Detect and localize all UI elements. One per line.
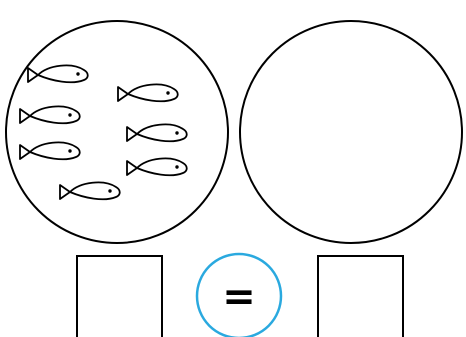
- fish-icon: [60, 182, 120, 199]
- fish-icon: [20, 106, 80, 123]
- fish-icon: [118, 84, 178, 101]
- left-circle: [6, 21, 228, 243]
- fish-icon: [127, 124, 187, 141]
- fish-icon: [28, 65, 88, 82]
- right-answer-box[interactable]: [318, 256, 403, 337]
- fish-icon: [20, 142, 80, 159]
- fish-icon: [127, 158, 187, 175]
- right-circle: [240, 21, 462, 243]
- equals-sign: =: [222, 274, 256, 320]
- fish-group: [20, 65, 187, 199]
- left-answer-box[interactable]: [77, 256, 162, 337]
